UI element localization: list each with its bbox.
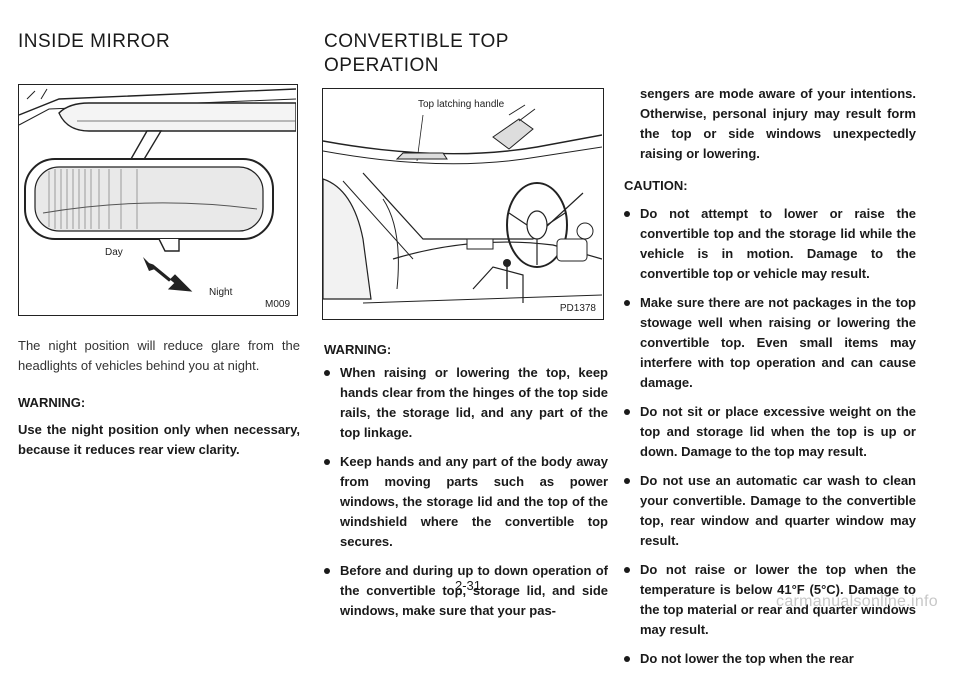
warning-continuation: sengers are mode aware of your intention… (640, 86, 916, 161)
caution-item: Do not sit or place excessive weight on … (624, 402, 916, 462)
page-number: 2-31 (454, 578, 482, 593)
warning-item: Keep hands and any part of the body away… (324, 452, 608, 552)
convertible-top-heading: CONVERTIBLE TOP OPERATION (324, 31, 509, 76)
caution-item: Make sure there are not packages in the … (624, 293, 916, 393)
top-latching-handle-callout: Top latching handle (418, 99, 505, 110)
caution-list: Do not attempt to lower or raise the con… (624, 204, 916, 678)
mirror-description: The night position will reduce glare fro… (18, 338, 300, 373)
convertible-warning-label: WARNING: (324, 342, 392, 357)
watermark: carmanualsonline.info (776, 593, 938, 610)
inside-mirror-illustration: Day Night M009 (18, 84, 298, 316)
figure-code: M009 (264, 299, 290, 310)
mirror-warning-label: WARNING: (18, 395, 86, 410)
convertible-top-illustration: Top latching handle PD1378 (322, 88, 604, 320)
convertible-warning-list: When raising or lowering the top, keep h… (324, 363, 608, 630)
caution-item: Do not use an automatic car wash to clea… (624, 471, 916, 551)
day-label: Day (105, 247, 123, 258)
warning-item: When raising or lowering the top, keep h… (324, 363, 608, 443)
caution-item: Do not raise or lower the top when the t… (624, 560, 916, 640)
caution-label: CAUTION: (624, 178, 688, 193)
mirror-warning-text: Use the night position only when necessa… (18, 422, 300, 457)
mirror-drawing (19, 88, 297, 292)
caution-item: Do not lower the top when the rear (624, 649, 916, 669)
figure-code: PD1378 (559, 303, 596, 314)
warning-item: Before and during up to down operation o… (324, 561, 608, 621)
inside-mirror-heading: INSIDE MIRROR (18, 31, 171, 52)
caution-item: Do not attempt to lower or raise the con… (624, 204, 916, 284)
car-interior-drawing (323, 104, 603, 304)
night-label: Night (209, 287, 233, 298)
